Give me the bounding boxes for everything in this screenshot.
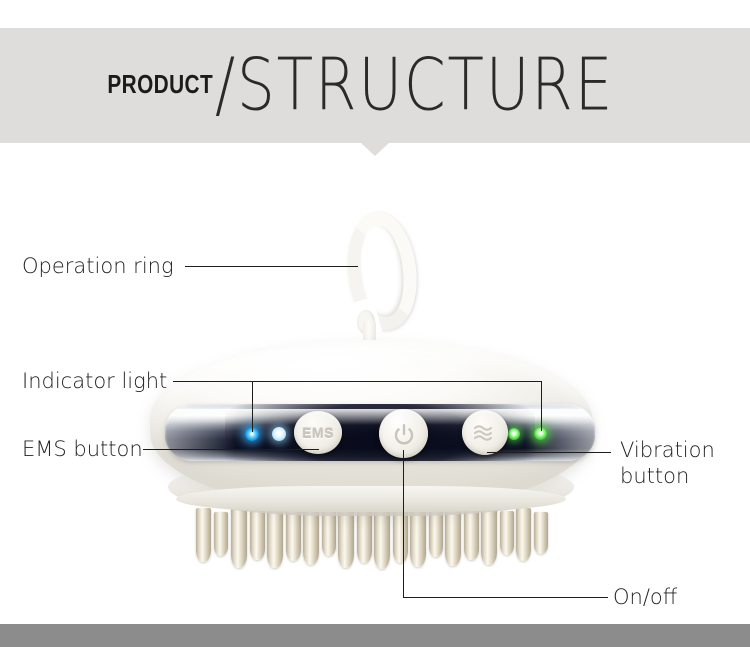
header-eyebrow: PRODUCT (107, 69, 214, 99)
header-banner-content: PRODUCT /STRUCTURE (0, 28, 750, 143)
device-body-shadow (168, 458, 574, 516)
footer-bar (0, 624, 750, 647)
operation-ring-gap (347, 297, 383, 339)
callout-label-ems-button: EMS button (22, 437, 143, 461)
ems-button[interactable]: EMS (294, 411, 342, 454)
leader-line-vibration-button (487, 452, 611, 453)
leader-line-indicator-light-green-drop (541, 381, 542, 431)
power-icon (394, 423, 413, 444)
callout-label-vibration-button: Vibration button (620, 437, 740, 489)
ems-button-label: EMS (302, 424, 334, 441)
page-title: /STRUCTURE (215, 43, 615, 127)
callout-label-vibration-button-line2: button (620, 464, 690, 488)
green-led-first-icon (508, 428, 520, 440)
leader-line-ems-button (143, 449, 319, 450)
wave-icon (473, 424, 493, 441)
operation-ring-tail (357, 310, 375, 334)
operation-ring-hook (342, 208, 422, 334)
blue-led-dim-icon (272, 427, 286, 441)
operation-ring-stem (363, 320, 376, 348)
device-body (150, 340, 592, 512)
callout-label-operation-ring: Operation ring (22, 254, 174, 278)
leader-line-operation-ring (185, 266, 358, 267)
device-body-rim (176, 486, 566, 512)
callout-label-on-off: On/off (613, 585, 678, 609)
header-banner (0, 28, 750, 143)
leader-line-on-off-vertical (403, 450, 404, 597)
leader-line-on-off-horizontal (403, 597, 608, 598)
header-banner-notch (361, 143, 389, 156)
device-body-highlight (196, 347, 496, 393)
vibration-button[interactable] (462, 410, 508, 455)
leader-line-indicator-light-blue-drop (252, 381, 253, 432)
leader-line-indicator-light (173, 381, 542, 382)
callout-label-vibration-button-line1: Vibration (620, 438, 715, 462)
callout-label-indicator-light: Indicator light (22, 369, 168, 393)
